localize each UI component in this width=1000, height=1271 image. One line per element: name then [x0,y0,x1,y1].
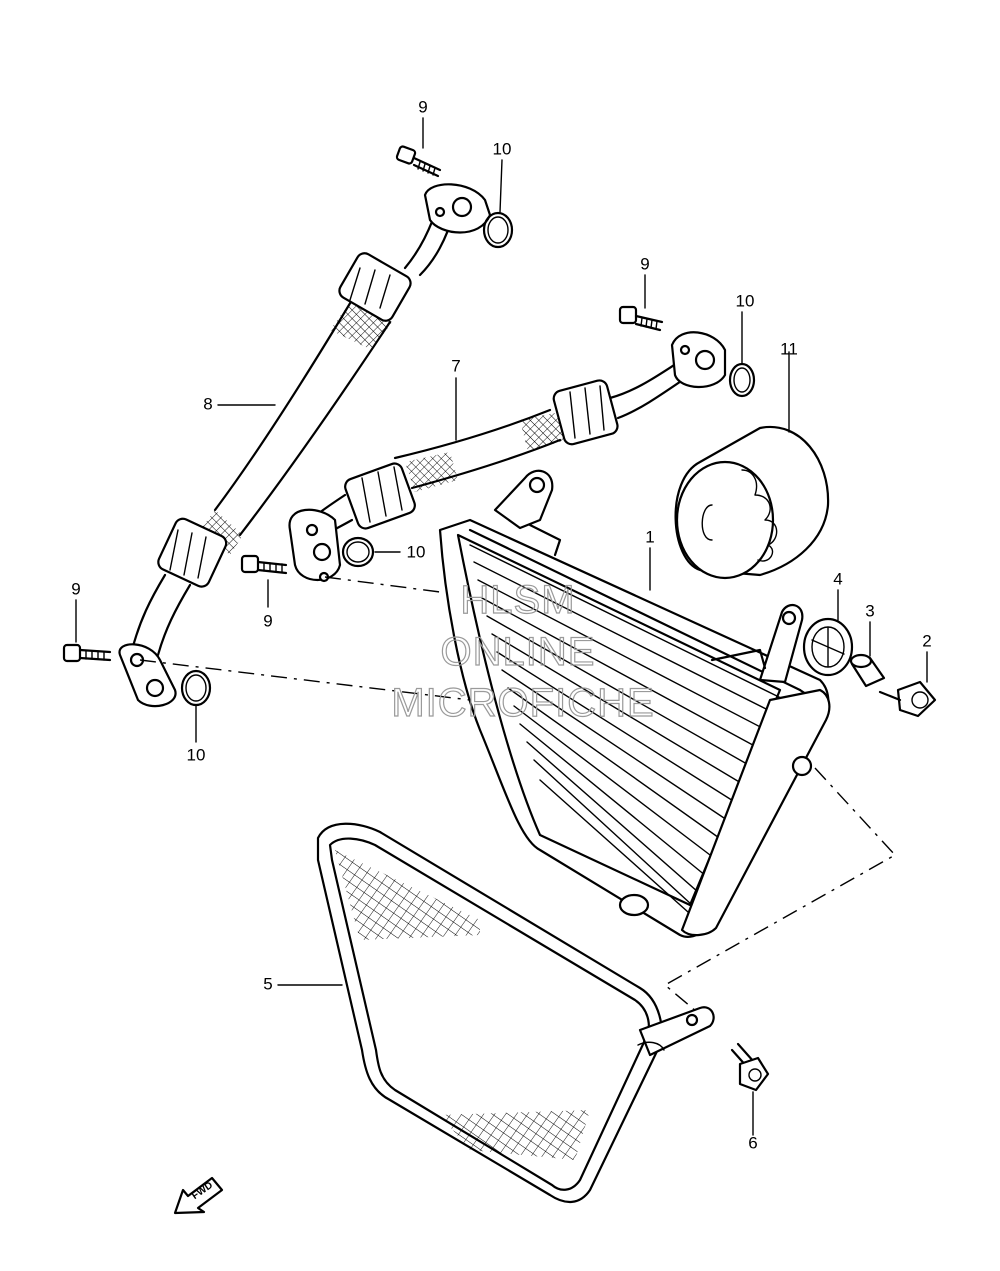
part-label-1: 1 [645,527,654,546]
part-label-10: 10 [736,291,755,310]
cooler-guard-5 [316,822,715,1203]
part-label-6: 6 [748,1133,757,1152]
part-label-9: 9 [71,579,80,598]
part-labels: 9 10 9 10 11 7 8 10 9 9 10 1 4 3 2 5 6 [71,97,931,1152]
part-label-9: 9 [263,611,272,630]
bolt-9d [62,643,112,663]
o-ring-10a [482,211,514,249]
watermark-line-3: MICROFICHE [391,681,654,725]
bolt-9b [618,305,664,332]
fwd-arrow-icon: FWD [173,1176,224,1215]
part-label-2: 2 [922,631,931,650]
watermark-line-1: HLSM [460,578,575,622]
part-label-10: 10 [407,542,426,561]
oil-hose-7 [288,331,727,583]
o-ring-10d [180,669,212,707]
oil-cooler-1 [438,469,831,939]
oil-filter-11 [674,425,830,580]
bolt-2 [878,680,937,718]
assembly-dash-lines [139,576,897,1013]
watermark: HLSM ONLINE MICROFICHE [391,577,655,725]
part-label-8: 8 [203,394,212,413]
collar-3 [849,653,886,688]
part-label-10: 10 [187,745,206,764]
grommet-4 [802,617,854,677]
part-label-4: 4 [833,569,842,588]
part-label-11: 11 [780,339,798,358]
part-label-7: 7 [451,356,460,375]
bolt-6 [730,1042,770,1092]
bolt-9a [395,145,442,178]
bolt-9c [240,554,288,575]
o-ring-10c [341,536,375,568]
o-ring-10b [728,362,756,398]
part-label-9: 9 [418,97,427,116]
part-label-5: 5 [263,974,272,993]
leader-lines [75,117,928,1136]
part-label-10: 10 [493,139,512,158]
part-label-3: 3 [865,601,874,620]
part-label-9: 9 [640,254,649,273]
oil-hose-8 [118,183,492,708]
watermark-line-2: ONLINE [441,630,596,674]
